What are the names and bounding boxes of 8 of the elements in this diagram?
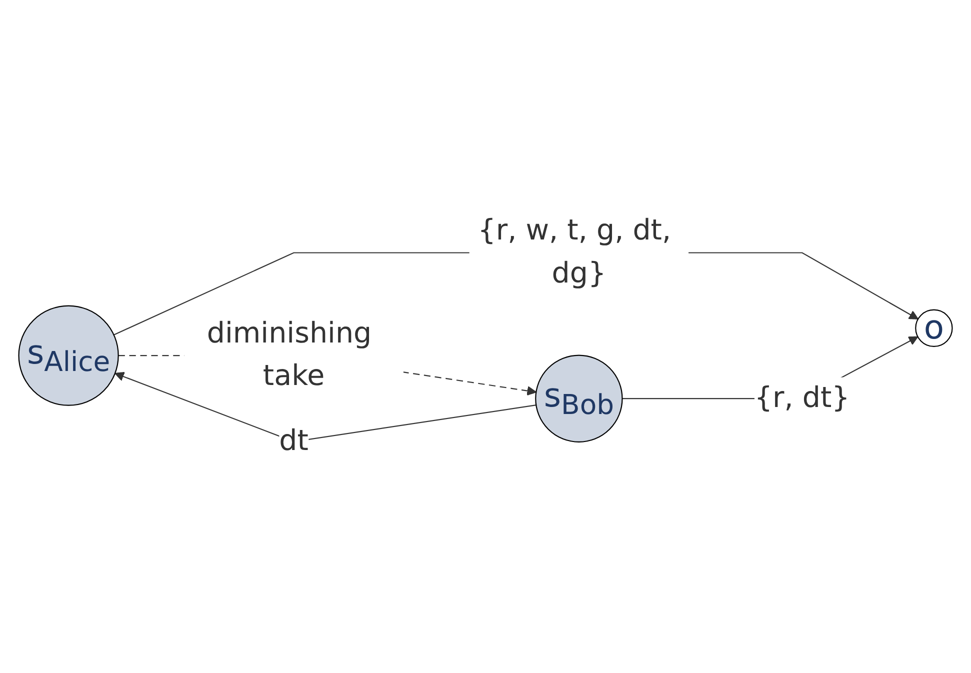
edge-label: {r, w, t, g, dt, dg}	[478, 214, 672, 290]
node-circle: o	[915, 309, 953, 347]
edge-label: dt	[279, 424, 308, 458]
edge-label: diminishing take	[206, 317, 372, 393]
node-circle: s$_{Bob}$	[535, 354, 623, 442]
node-circle: s$_{Alice}$	[18, 305, 119, 406]
edge-label: {r, dt}	[754, 382, 850, 414]
arrow	[114, 372, 536, 442]
